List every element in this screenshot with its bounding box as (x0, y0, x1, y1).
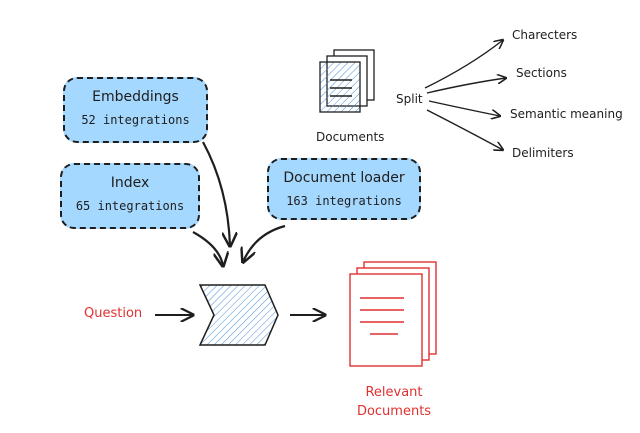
split-target-semantic-meaning: Semantic meaning (510, 107, 623, 121)
document-loader-count: 163 integrations (286, 194, 402, 208)
split-target-charecters: Charecters (512, 28, 578, 42)
index-box: Index 65 integrations (60, 163, 200, 229)
document-loader-box: Document loader 163 integrations (267, 158, 421, 220)
source-arrows (192, 141, 286, 266)
question-label: Question (84, 306, 143, 321)
split-target-sections: Sections (516, 66, 567, 80)
relevant-label-line1: Relevant (365, 385, 423, 400)
embeddings-count: 52 integrations (81, 113, 190, 127)
index-title: Index (110, 175, 150, 191)
split-target-delimiters: Delimiters (512, 146, 574, 160)
split-label: Split (396, 92, 423, 106)
documents-icon (319, 49, 375, 113)
split-arrows (424, 40, 506, 150)
retriever-chevron-icon (198, 284, 279, 346)
document-loader-title: Document loader (283, 170, 405, 186)
embeddings-box: Embeddings 52 integrations (63, 77, 208, 143)
embeddings-title: Embeddings (92, 89, 179, 105)
index-count: 65 integrations (75, 199, 185, 213)
relevant-documents-icon (349, 261, 437, 367)
documents-label: Documents (316, 130, 385, 144)
relevant-label-line2: Documents (356, 404, 432, 419)
